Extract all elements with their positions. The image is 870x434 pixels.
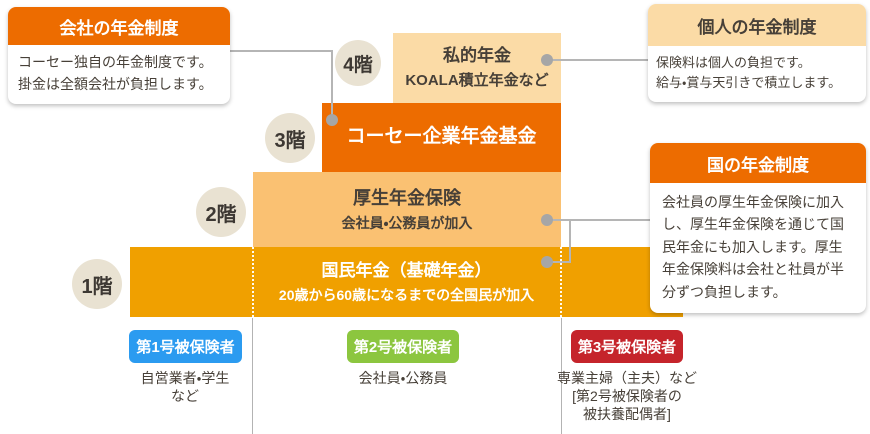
floor-4-subtitle: KOALA積立年金など [405, 72, 549, 90]
national-pension-title: 国の年金制度 [650, 143, 866, 183]
insured-type-2-description: 会社員・公務員 [358, 370, 448, 386]
floor-1-title: 国民年金（基礎年金） [321, 260, 492, 280]
connector-dot-floor2 [541, 214, 553, 226]
national-pension-body: 会社員の厚生年金保険に加入し、厚生年金保険を通じて国民年金にも加入します。厚生年… [662, 194, 844, 300]
company-pension-info-box: 会社の年金制度 コーセー独自の年金制度です。 掛金は全額会社が負担します。 [8, 7, 230, 105]
connector-national-branch [547, 261, 571, 263]
insured-type-1-badge: 第1号被保険者 [129, 330, 242, 363]
tier1-dotted-divider-left [252, 247, 254, 317]
floor-4-private-pension: 私的年金 KOALA積立年金など [393, 33, 561, 103]
floor-4-title: 私的年金 [443, 46, 511, 66]
national-pension-info-box: 国の年金制度 会社員の厚生年金保険に加入し、厚生年金保険を通じて国民年金にも加入… [650, 143, 866, 313]
connector-dot-floor1 [541, 256, 553, 268]
floor-3-circle: 3階 [265, 113, 315, 163]
insured-type-2-badge: 第2号被保険者 [347, 330, 459, 363]
personal-pension-body: 保険料は個人の負担です。 給与・賞与天引きで積立します。 [656, 55, 842, 91]
floor-2-subtitle: 会社員・公務員が加入 [341, 215, 473, 232]
floor-2-employees-pension: 厚生年金保険 会社員・公務員が加入 [253, 172, 561, 247]
floor-3-corporate-pension-fund: コーセー企業年金基金 [322, 103, 561, 172]
connector-dot-floor4 [541, 54, 553, 66]
connector-national-horizontal [547, 219, 650, 221]
insured-type-1-description: 自営業者・学生 など [140, 370, 230, 405]
floor-3-title: コーセー企業年金基金 [346, 126, 537, 148]
tier1-dotted-divider-right [560, 247, 562, 317]
floor-4-circle: 4階 [335, 40, 381, 86]
connector-national-vertical [569, 219, 571, 263]
connector-dot-floor3 [326, 114, 338, 126]
floor-2-title: 厚生年金保険 [353, 187, 461, 208]
column-divider-left [252, 318, 253, 434]
floor-1-national-pension: 国民年金（基礎年金） 20歳から60歳になるまでの全国民が加入 [130, 247, 683, 317]
connector-company-vertical [331, 50, 333, 121]
floor-2-circle: 2階 [196, 187, 246, 237]
insured-type-3-badge: 第3号被保険者 [571, 330, 683, 363]
personal-pension-info-box: 個人の年金制度 保険料は個人の負担です。 給与・賞与天引きで積立します。 [648, 4, 866, 103]
floor-1-subtitle: 20歳から60歳になるまでの全国民が加入 [278, 287, 535, 303]
column-divider-right [561, 318, 562, 434]
insured-type-3-description: 専業主婦（主夫）など [第2号被保険者の 被扶養配偶者] [557, 370, 697, 423]
personal-pension-title: 個人の年金制度 [648, 4, 866, 46]
company-pension-body: コーセー独自の年金制度です。 掛金は全額会社が負担します。 [18, 54, 213, 92]
floor-1-circle: 1階 [72, 259, 122, 309]
connector-company-horizontal [227, 50, 333, 52]
connector-personal-horizontal [547, 59, 650, 61]
company-pension-title: 会社の年金制度 [8, 7, 230, 45]
